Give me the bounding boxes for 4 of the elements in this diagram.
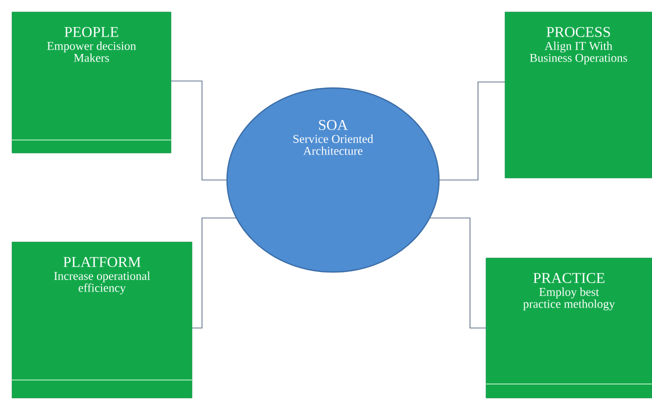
process-box: PLATFORM Increase operational efficiency [12, 242, 192, 398]
process-box: PROCESS Align IT With Business Operations [504, 12, 652, 178]
process-box: PEOPLE Empower decision Makers [12, 12, 172, 154]
process-box: PRACTICE Employ best practice methology [486, 258, 652, 398]
